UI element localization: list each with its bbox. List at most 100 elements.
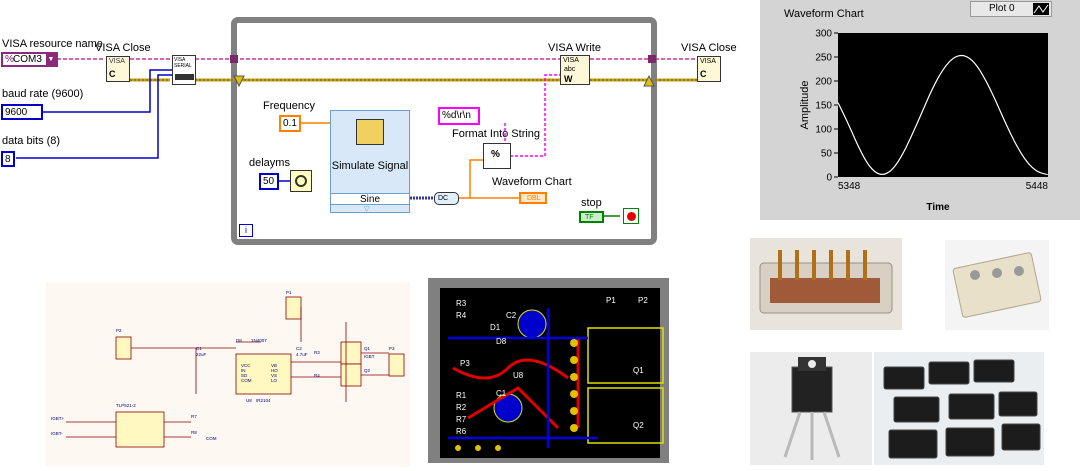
visa-icon: VISA [109, 58, 125, 65]
close-letter-right: C [700, 69, 707, 79]
pcb-label: C2 [506, 311, 517, 320]
dropdown-arrow-icon[interactable]: ▼ [46, 53, 56, 66]
close-letter: C [109, 69, 116, 79]
format-into-string-node[interactable]: % [483, 143, 511, 169]
expand-arrow-icon: ▽ [364, 206, 370, 213]
x-tick-label: 5448 [1026, 181, 1049, 192]
pcb-label: R6 [456, 427, 467, 436]
igbt-modules-group-photo [874, 352, 1044, 465]
y-tick-label: 300 [815, 29, 832, 40]
schematic-label: VB [271, 363, 277, 368]
igbt-module-open-photo [750, 238, 902, 330]
pcb-label: P3 [460, 359, 470, 368]
clock-icon [295, 175, 307, 187]
visa-write-node[interactable]: VISA abc W [560, 55, 590, 85]
pcb-label: R2 [456, 403, 467, 412]
convert-dynamic-node[interactable]: DC [434, 192, 459, 205]
wait-timer-node[interactable] [290, 170, 312, 192]
plot-style-icon [1033, 3, 1049, 15]
pcb-label: Q2 [633, 421, 644, 430]
serial-icon: VISA SERIAL [174, 57, 192, 69]
frequency-label: Frequency [263, 100, 315, 112]
visa-close-left-node[interactable]: VISA C [106, 56, 130, 82]
schematic-label: IGBT+ [51, 416, 65, 421]
stop-button-terminal[interactable]: TF [579, 211, 604, 223]
visa-serial-node[interactable]: VISA SERIAL [172, 55, 196, 85]
schematic-label: SD [241, 373, 248, 378]
schematic-label: TLP521-2 [116, 403, 136, 408]
pcb-label: P2 [638, 296, 648, 305]
pcb-label: Q1 [633, 366, 644, 375]
while-loop-frame [231, 17, 657, 245]
schematic-label: COM [206, 436, 217, 441]
baud-rate-input[interactable]: 9600 [1, 104, 43, 120]
visa-resource-control[interactable]: % COM3 ▼ [1, 52, 58, 67]
abc-icon: abc [564, 66, 576, 73]
visa-close-right-label: VISA Close [681, 42, 737, 54]
iteration-terminal: i [239, 224, 253, 237]
format-string-constant[interactable]: %d\r\n [438, 107, 480, 125]
wiring-layer [16, 17, 700, 245]
shift-register-right [643, 74, 655, 87]
schematic-label: R3 [314, 350, 320, 355]
schematic-label: Q2 [364, 368, 371, 373]
series-line-plot-0 [837, 54, 1049, 176]
delay-input[interactable]: 50 [259, 173, 279, 190]
schematic-label: LO [271, 378, 278, 383]
visa-resource-label: VISA resource name [2, 38, 103, 50]
visa-close-left-label: VISA Close [95, 42, 151, 54]
schematic-label: Q1 [364, 346, 371, 351]
data-bits-label: data bits (8) [2, 135, 61, 147]
serial-config-icon [175, 74, 194, 80]
frequency-input[interactable]: 0.1 [279, 115, 301, 132]
data-bits-input[interactable]: 8 [1, 151, 15, 167]
plot-legend-label: Plot 0 [989, 3, 1015, 14]
pcb-label: U8 [513, 371, 524, 380]
visa-write-label: VISA Write [548, 42, 601, 54]
y-tick-label: 250 [815, 53, 832, 64]
schematic-label: R7 [191, 414, 197, 419]
format-icon: % [491, 149, 500, 160]
waveform-chart-terminal[interactable]: DBL [519, 192, 547, 204]
tunnel-right-visa [648, 55, 656, 63]
visa-write-icon: VISA [563, 57, 579, 64]
schematic-label: VS [271, 373, 277, 378]
x-tick-label: 5348 [838, 181, 861, 192]
schematic-label: IGBT- [51, 431, 63, 436]
schematic-label: IR2104 [256, 398, 271, 403]
visa-icon-right: VISA [700, 58, 716, 65]
dbl-text: DBL [527, 195, 541, 202]
sine-output-label: Sine [331, 193, 409, 205]
schematic-label: C2 [296, 346, 302, 351]
schematic-label: P2 [116, 328, 122, 333]
visa-close-right-node[interactable]: VISA C [697, 56, 721, 82]
pcb-label: R7 [456, 415, 467, 424]
pcb-label: C1 [496, 389, 507, 398]
schematic-label: 22uF [196, 352, 207, 357]
schematic-label: 1N4007 [251, 338, 267, 343]
schematic-label: IN [241, 368, 246, 373]
y-tick-label: 0 [826, 173, 832, 184]
visa-resource-value: COM3 [13, 54, 42, 65]
chart-title: Waveform Chart [784, 8, 864, 20]
plot-legend[interactable]: Plot 0 [970, 1, 1052, 17]
schematic-label: D8 [236, 338, 242, 343]
pcb-label: R1 [456, 391, 467, 400]
pcb-label: P1 [606, 296, 616, 305]
tunnel-left-visa [230, 55, 238, 63]
simulate-signal-node[interactable]: Simulate Signal Sine ▽ [330, 110, 410, 213]
pcb-label: R3 [456, 299, 467, 308]
igbt-module-closed-photo [945, 240, 1049, 330]
schematic-label: R8 [191, 430, 197, 435]
simulate-signal-icon [356, 119, 384, 145]
pcb-label: D1 [490, 323, 501, 332]
loop-condition-icon[interactable] [623, 208, 639, 224]
y-tick-label: 150 [815, 101, 832, 112]
schematic-label: P3 [389, 346, 395, 351]
